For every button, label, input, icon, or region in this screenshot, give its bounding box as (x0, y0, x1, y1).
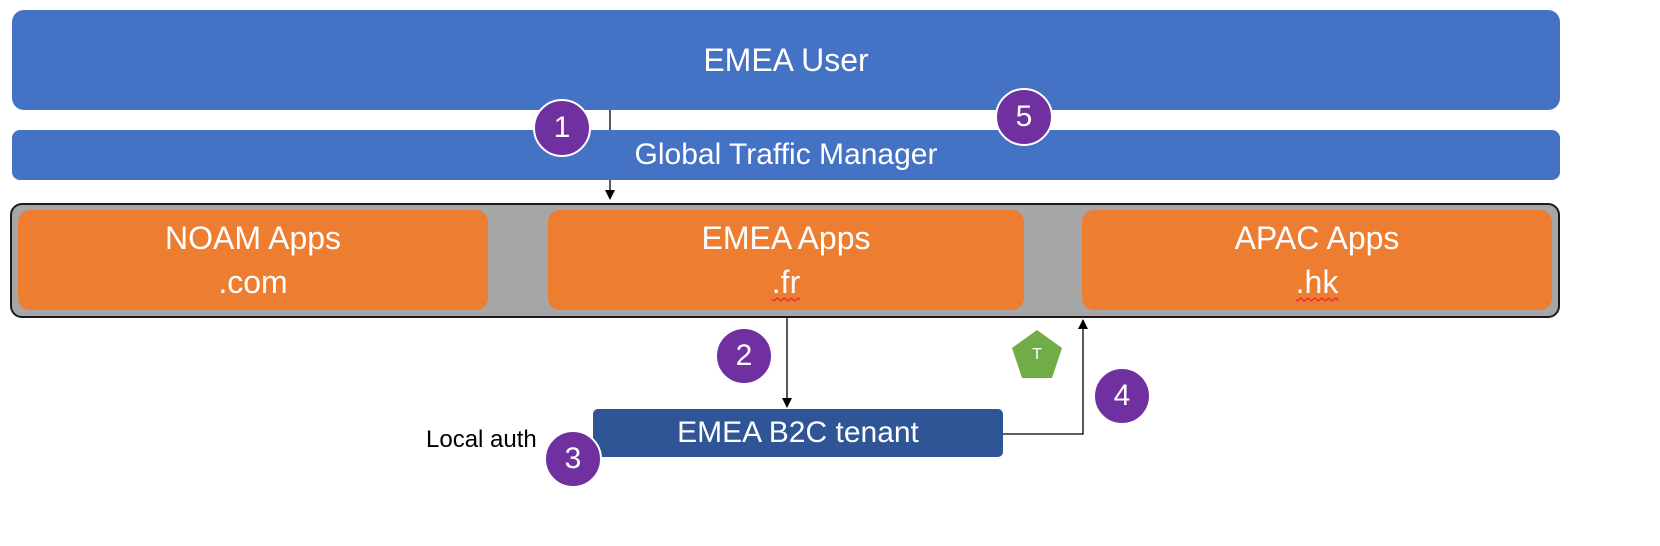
local-auth-label: Local auth (426, 426, 537, 453)
step-badge-3: 3 (544, 430, 602, 488)
global-traffic-manager-bar: Global Traffic Manager (12, 130, 1560, 180)
apac-apps-box: APAC Apps .hk (1082, 210, 1552, 310)
token-pentagon-icon (1012, 330, 1062, 378)
emea-apps-box: EMEA Apps .fr (548, 210, 1024, 310)
step-badge-1: 1 (533, 99, 591, 157)
b2c-to-apps-return-arrow (1003, 319, 1088, 435)
step-number-1: 1 (553, 111, 571, 144)
emea-apps-domain: .fr (771, 264, 801, 300)
noam-apps-domain: .com (218, 264, 288, 300)
step-number-5: 5 (1015, 100, 1033, 133)
apac-apps-label: APAC Apps (1234, 220, 1400, 256)
emea-b2c-tenant-label: EMEA B2C tenant (677, 416, 919, 449)
noam-apps-box: NOAM Apps .com (18, 210, 488, 310)
emea-apps-label: EMEA Apps (701, 220, 871, 256)
token-label: T (1032, 346, 1042, 363)
emea-b2c-tenant-box: EMEA B2C tenant (593, 409, 1003, 457)
apac-apps-domain: .hk (1295, 264, 1339, 300)
step-badge-2: 2 (715, 327, 773, 385)
emea-user-label: EMEA User (703, 41, 869, 78)
step-badge-4: 4 (1093, 367, 1151, 425)
emea-user-bar: EMEA User (12, 10, 1560, 110)
global-traffic-manager-label: Global Traffic Manager (634, 138, 938, 171)
step-badge-5: 5 (995, 88, 1053, 146)
step-number-2: 2 (735, 339, 753, 372)
noam-apps-label: NOAM Apps (164, 220, 342, 256)
step-number-3: 3 (564, 442, 582, 475)
step-number-4: 4 (1113, 379, 1131, 412)
